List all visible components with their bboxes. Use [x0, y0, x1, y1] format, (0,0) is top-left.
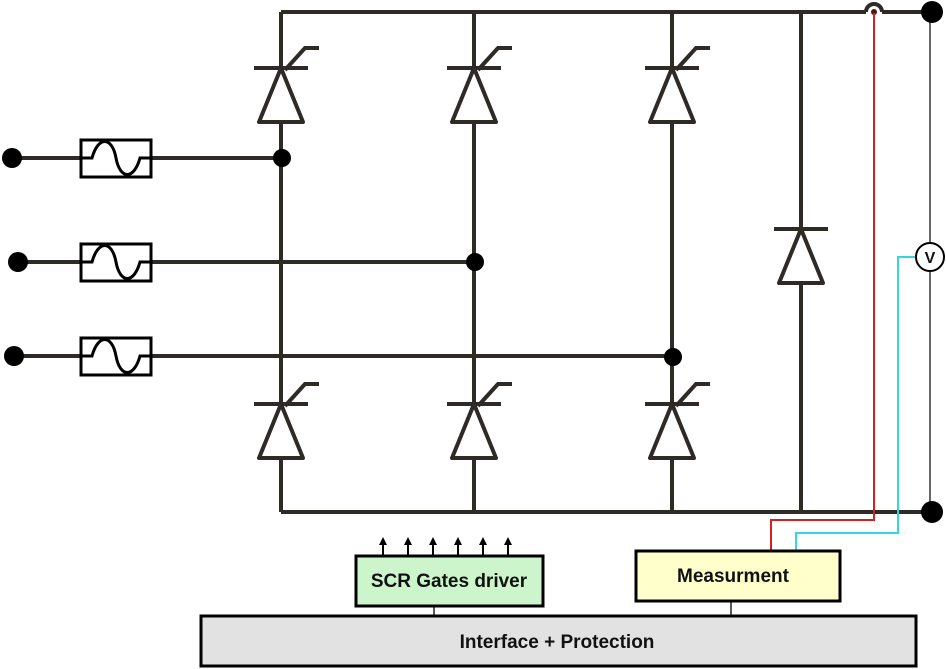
fuse-2: [79, 242, 153, 283]
arrow-up-icon: [454, 537, 462, 545]
freewheel-diode-icon: [777, 227, 825, 285]
gates-driver-block: SCR Gates driver: [354, 554, 545, 608]
gate-lead: [476, 382, 512, 408]
voltmeter: V: [915, 242, 945, 272]
thyristor-upper-1: [254, 46, 319, 124]
thyristor-upper-3-icon: [648, 66, 696, 124]
freewheel-diode: [774, 227, 828, 285]
wire-hop: [864, 2, 884, 13]
interface-block: Interface + Protection: [199, 614, 918, 668]
gate-lead: [476, 46, 512, 72]
arrow-up-icon: [504, 537, 512, 545]
gate-lead: [283, 46, 319, 72]
junction-1: [273, 149, 291, 167]
arrow-up-icon: [379, 537, 387, 545]
thyristor-lower-1: [254, 382, 319, 460]
input-terminal-3: [4, 346, 24, 366]
thyristor-lower-2: [447, 382, 512, 460]
current-sense-wire: [770, 13, 875, 551]
junction-2: [466, 253, 484, 271]
gate-lead: [283, 382, 319, 408]
voltage-sense-wire: [795, 256, 916, 551]
measurement-label: Measurment: [677, 566, 790, 587]
fuse-1: [79, 138, 153, 179]
arrow-up-icon: [404, 537, 412, 545]
thyristor-lower-3: [645, 382, 710, 460]
thyristor-lower-1-icon: [257, 402, 305, 460]
output-terminal-positive: [921, 1, 943, 23]
current-sense-point: [871, 9, 877, 15]
fuse-3: [79, 336, 153, 377]
output-terminal-negative: [921, 501, 943, 523]
arrow-up-icon: [429, 537, 437, 545]
measurement-block: Measurment: [634, 549, 842, 603]
arrow-up-icon: [479, 537, 487, 545]
junction-3: [664, 348, 682, 366]
nodes: [2, 1, 943, 523]
gate-lead: [674, 382, 710, 408]
interface-label: Interface + Protection: [460, 632, 655, 653]
thyristor-upper-1-icon: [257, 66, 305, 124]
thyristor-upper-3: [645, 46, 710, 124]
thyristor-upper-2-icon: [450, 66, 498, 124]
gate-lead: [674, 46, 710, 72]
gate-signal-arrows: [379, 537, 512, 555]
gates-driver-label: SCR Gates driver: [371, 571, 528, 592]
thyristor-upper-2: [447, 46, 512, 124]
input-terminal-1: [2, 148, 22, 168]
thyristor-lower-2-icon: [450, 402, 498, 460]
input-terminal-2: [8, 252, 28, 272]
thyristor-lower-3-icon: [648, 402, 696, 460]
voltmeter-label: V: [925, 250, 936, 267]
voltmeter-icon: [915, 242, 945, 272]
